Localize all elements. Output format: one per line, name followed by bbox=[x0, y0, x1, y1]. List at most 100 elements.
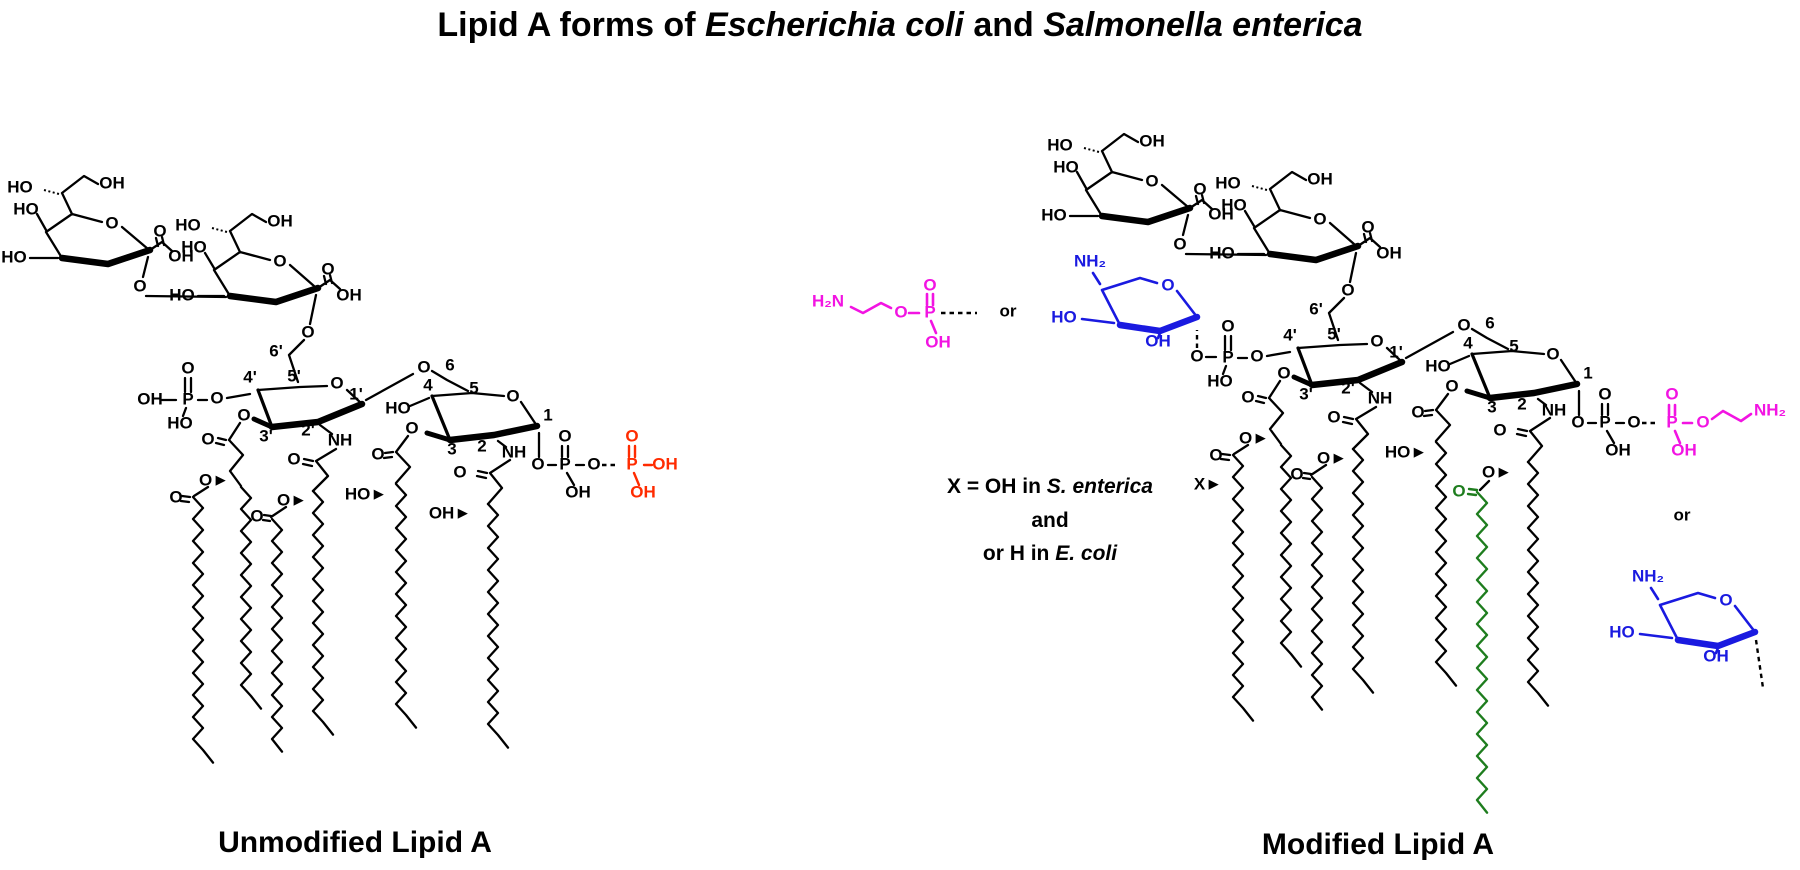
atom-label: O bbox=[1493, 420, 1506, 439]
atom-label: O bbox=[321, 259, 334, 278]
atom-label: HO bbox=[385, 398, 411, 417]
atom-label: OH bbox=[168, 246, 194, 265]
palmitate-chain-green bbox=[1475, 490, 1489, 814]
atom-label: NH₂ bbox=[1632, 566, 1664, 585]
atom-label: NH₂ bbox=[1074, 251, 1106, 270]
atom-label: O bbox=[1221, 316, 1234, 335]
atom-label: O bbox=[201, 429, 214, 448]
atom-label: O bbox=[250, 506, 263, 525]
caption-modified: Modified Lipid A bbox=[1261, 828, 1495, 861]
atom-label: NH bbox=[502, 442, 527, 461]
atom-label: H₂N bbox=[812, 291, 844, 310]
atom-label: OH► bbox=[429, 503, 471, 522]
atom-label: 5 bbox=[469, 378, 478, 397]
atom-label: O bbox=[1161, 275, 1174, 294]
atom-label: HO bbox=[175, 215, 201, 234]
palmitate-carbonyl bbox=[1466, 487, 1479, 497]
atom-label: O bbox=[923, 275, 936, 294]
atom-label: O bbox=[210, 388, 223, 407]
atom-label: 3' bbox=[259, 426, 273, 445]
atom-label: OH bbox=[565, 482, 591, 501]
atom-label: O bbox=[405, 418, 418, 437]
x-substituent-annotation: X = OH in S. enterica and or H in E. col… bbox=[900, 470, 1200, 571]
atom-label: O bbox=[558, 426, 571, 445]
atom-label: O bbox=[1313, 209, 1326, 228]
atom-label: 4 bbox=[1463, 333, 1473, 352]
atom-label: OH bbox=[137, 389, 163, 408]
atom-label: X► bbox=[1194, 474, 1222, 493]
atom-label: O bbox=[531, 454, 544, 473]
atom-label: 5' bbox=[1327, 324, 1341, 343]
atom-label: O bbox=[1598, 384, 1611, 403]
atom-label: OH bbox=[1145, 331, 1171, 350]
atom-label: 1 bbox=[543, 405, 552, 424]
atom-label: NH bbox=[1368, 388, 1393, 407]
atom-label: O bbox=[1327, 407, 1340, 426]
atom-label: O bbox=[1250, 346, 1263, 365]
atom-label: O bbox=[1241, 387, 1254, 406]
atom-label: O bbox=[1457, 315, 1470, 334]
atom-label: OH bbox=[652, 454, 678, 473]
atom-label: HO bbox=[1209, 243, 1235, 262]
atom-label: OH bbox=[1208, 204, 1234, 223]
atom-label: O bbox=[1571, 412, 1584, 431]
annotation-line1-text: X = OH in bbox=[946, 475, 1047, 498]
annotation-line3-species: E. coli bbox=[1055, 542, 1118, 566]
atom-label: OH bbox=[267, 211, 293, 230]
atom-label: OH bbox=[1605, 440, 1631, 459]
atom-label: HO bbox=[169, 285, 195, 304]
atom-label: O bbox=[237, 405, 250, 424]
atom-label: HO bbox=[181, 237, 207, 256]
atom-label: O bbox=[287, 449, 300, 468]
atom-label: O bbox=[1665, 384, 1678, 403]
modified-extra-bonds bbox=[1204, 355, 1491, 492]
atom-label: O bbox=[1341, 280, 1354, 299]
atom-label: OH bbox=[1671, 440, 1697, 459]
atom-label: HO bbox=[1047, 135, 1073, 154]
atom-label: O bbox=[105, 213, 118, 232]
atom-label: O bbox=[153, 221, 166, 240]
atom-label: O bbox=[181, 358, 194, 377]
atom-label: 2' bbox=[1341, 378, 1355, 397]
annotation-line1-species: S. enterica bbox=[1046, 475, 1153, 498]
atom-label: 3 bbox=[1487, 397, 1496, 416]
atom-label: O bbox=[1445, 376, 1458, 395]
atom-label: 2 bbox=[1517, 394, 1526, 413]
red-phosphate-bonds bbox=[627, 444, 654, 487]
atom-label: O bbox=[453, 462, 466, 481]
atom-label: O bbox=[1361, 217, 1374, 236]
atom-label: OH bbox=[1703, 646, 1729, 665]
atom-label: P bbox=[1599, 412, 1610, 431]
modified-dash-bonds bbox=[1195, 330, 1765, 689]
atom-label: O bbox=[625, 426, 638, 445]
atom-label: OH bbox=[1376, 243, 1402, 262]
atom-label: OH bbox=[99, 173, 125, 192]
annotation-line-1: X = OH in S. enterica bbox=[900, 470, 1200, 504]
atom-label: P bbox=[1666, 412, 1677, 431]
atom-label: O bbox=[506, 386, 519, 405]
atom-label: O bbox=[1627, 412, 1640, 431]
title-species-2: Salmonella enterica bbox=[1043, 6, 1363, 44]
atom-label: 6 bbox=[445, 355, 454, 374]
atom-label: O bbox=[371, 444, 384, 463]
atom-label: O► bbox=[1482, 462, 1512, 481]
atom-label: P bbox=[559, 454, 570, 473]
atom-label: O bbox=[1145, 171, 1158, 190]
figure-title: Lipid A forms of Escherichia coli and Sa… bbox=[0, 6, 1800, 45]
atom-label: O bbox=[1411, 402, 1424, 421]
caption-unmodified: Unmodified Lipid A bbox=[218, 826, 492, 859]
atom-label: OH bbox=[925, 332, 951, 351]
atom-label: O bbox=[273, 251, 286, 270]
atom-label: 6 bbox=[1485, 313, 1494, 332]
atom-label: O bbox=[1173, 234, 1186, 253]
atom-label: O bbox=[1277, 363, 1290, 382]
phosphoethanolamine-bonds bbox=[849, 292, 1753, 445]
atom-label: 1 bbox=[1583, 363, 1592, 382]
atom-label: 5 bbox=[1509, 336, 1518, 355]
atom-label: 3 bbox=[447, 439, 456, 458]
atom-label: O bbox=[1193, 179, 1206, 198]
atom-label: 4' bbox=[243, 367, 257, 386]
